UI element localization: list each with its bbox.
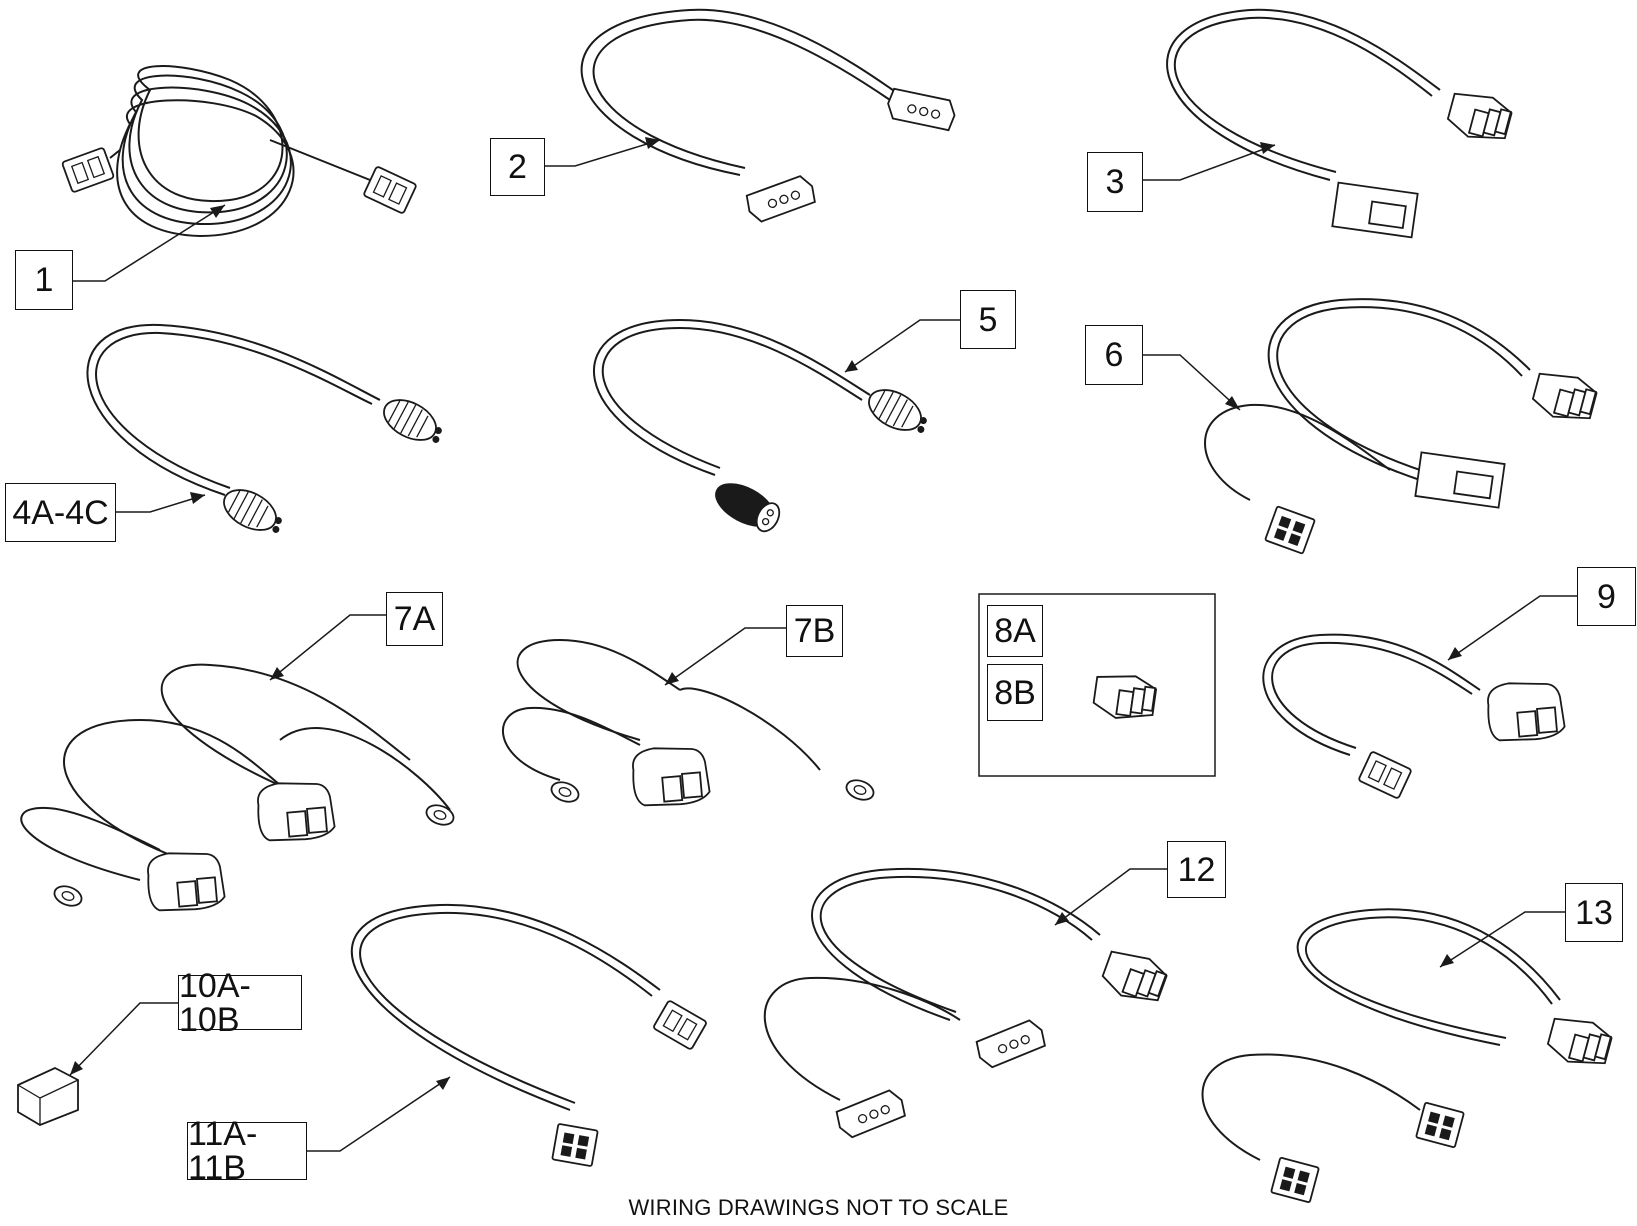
item-8-frame	[978, 593, 1216, 777]
leader-6-arrow	[1225, 396, 1240, 410]
cable-4	[86, 323, 450, 543]
leader-10-arrow	[70, 1061, 83, 1075]
leader-2-arrow	[645, 137, 660, 149]
cable-6	[1204, 298, 1601, 555]
leader-3	[1143, 144, 1276, 181]
footer-note: WIRING DRAWINGS NOT TO SCALE	[628, 1195, 1009, 1220]
callout-6: 6	[1085, 325, 1143, 385]
leader-12	[1054, 868, 1167, 926]
leader-12-arrow	[1055, 912, 1069, 925]
leader-7b	[664, 627, 786, 686]
leader-10	[69, 1002, 178, 1076]
leader-4	[116, 494, 206, 513]
callout-1: 1	[15, 250, 73, 310]
callout-3: 3	[1087, 152, 1143, 212]
leader-13-arrow	[1440, 954, 1454, 967]
leader-7b-arrow	[665, 672, 679, 685]
leader-11	[307, 1076, 451, 1152]
leader-7a	[269, 614, 386, 681]
callout-8a: 8A	[987, 605, 1043, 657]
connector-8	[1091, 670, 1159, 724]
cable-7b	[502, 638, 878, 810]
callout-2: 2	[490, 138, 545, 196]
leader-13	[1439, 911, 1565, 968]
leader-1	[73, 204, 226, 282]
callout-4a-4c: 4A-4C	[5, 483, 116, 542]
cable-7a	[20, 663, 458, 915]
callout-12: 12	[1167, 841, 1226, 898]
cable-11	[350, 903, 708, 1168]
callout-7a: 7A	[386, 592, 443, 646]
leader-6	[1143, 354, 1241, 411]
leader-4-arrow	[190, 492, 205, 504]
callout-13: 13	[1565, 883, 1623, 942]
leader-9-arrow	[1448, 647, 1462, 660]
cable-3	[1166, 8, 1516, 239]
cable-13	[1201, 908, 1616, 1204]
leader-9	[1447, 595, 1577, 661]
callout-7b: 7B	[786, 605, 843, 657]
leader-2	[545, 139, 661, 167]
leader-1-arrow	[210, 205, 225, 218]
leader-7a-arrow	[270, 667, 284, 680]
leader-5	[844, 319, 960, 373]
leader-11-arrow	[436, 1077, 450, 1090]
cable-1	[60, 65, 418, 238]
cable-12	[763, 868, 1171, 1141]
callout-10a-10b: 10A-10B	[178, 969, 302, 1037]
cable-2	[580, 8, 960, 225]
callout-5: 5	[960, 290, 1016, 349]
callout-8b: 8B	[987, 664, 1043, 721]
leader-5-arrow	[845, 360, 858, 372]
connector-10	[17, 1066, 79, 1126]
cable-9	[1262, 633, 1567, 800]
leader-3-arrow	[1260, 142, 1275, 154]
callout-11a-11b: 11A-11B	[187, 1117, 307, 1185]
callout-9: 9	[1577, 567, 1636, 626]
cable-5	[593, 318, 935, 533]
